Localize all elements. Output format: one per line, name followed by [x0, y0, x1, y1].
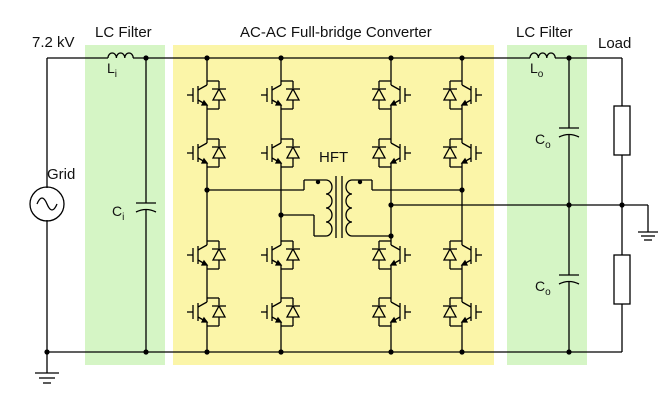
junction-dot: [204, 55, 210, 61]
wire: [271, 301, 282, 308]
junction-dot: [44, 349, 50, 355]
voltage-label: 7.2 kV: [32, 34, 75, 51]
igbt-switch-icon: [442, 135, 482, 171]
igbt-switch-icon: [371, 135, 411, 171]
ac-source-icon: [29, 186, 65, 222]
junction-dot: [388, 202, 394, 208]
igbt-switch-icon: [442, 77, 482, 113]
output-capacitor-bottom-label: Co: [535, 278, 551, 298]
wire: [461, 142, 472, 149]
igbt-switch-icon: [371, 294, 411, 330]
capacitor-icon: [135, 58, 157, 352]
junction-dot: [278, 55, 284, 61]
igbt-switch-icon: [442, 237, 482, 273]
grid-label: Grid: [47, 166, 76, 183]
output-inductor-label: Lo: [530, 60, 544, 80]
igbt-switch-icon: [442, 294, 482, 330]
igbt-switch-icon: [261, 77, 301, 113]
wire: [461, 301, 472, 308]
load-title: Load: [598, 35, 632, 52]
input-inductor-label: Li: [107, 60, 118, 80]
junction-dot: [388, 233, 394, 239]
input-capacitor-label: Ci: [112, 203, 125, 223]
junction-dot: [459, 187, 465, 193]
transformer-icon: [315, 176, 363, 238]
junction-dot: [204, 349, 210, 355]
wire: [197, 244, 208, 251]
capacitor-icon: [558, 58, 580, 205]
junction-dot: [459, 349, 465, 355]
resistor-icon: [613, 254, 631, 305]
junction-dot: [278, 349, 284, 355]
ground-icon: [638, 231, 658, 241]
igbt-switch-icon: [187, 77, 227, 113]
wire: [271, 142, 282, 149]
inductor-icon: [529, 52, 556, 59]
wire: [197, 142, 208, 149]
input-filter-title: LC Filter: [95, 24, 152, 41]
igbt-switch-icon: [371, 77, 411, 113]
igbt-switch-icon: [187, 237, 227, 273]
wire: [271, 84, 282, 91]
wire: [390, 84, 401, 91]
wire: [390, 142, 401, 149]
junction-dot: [204, 187, 210, 193]
output-filter-title: LC Filter: [516, 24, 573, 41]
junction-dot: [388, 55, 394, 61]
converter-title: AC-AC Full-bridge Converter: [240, 24, 432, 41]
capacitor-icon: [558, 205, 580, 352]
wire: [390, 244, 401, 251]
input-filter-zone: [85, 45, 165, 365]
wire: [271, 244, 282, 251]
wire: [197, 84, 208, 91]
junction-dot: [388, 349, 394, 355]
wire: [197, 301, 208, 308]
ground-icon: [35, 372, 59, 384]
igbt-switch-icon: [261, 294, 301, 330]
junction-dot: [278, 212, 284, 218]
igbt-switch-icon: [187, 294, 227, 330]
wire: [461, 244, 472, 251]
igbt-switch-icon: [187, 135, 227, 171]
igbt-switch-icon: [371, 237, 411, 273]
resistor-icon: [613, 105, 631, 156]
junction-dot: [459, 55, 465, 61]
wire: [461, 84, 472, 91]
output-capacitor-top-label: Co: [535, 131, 551, 151]
transformer-label: HFT: [319, 149, 349, 166]
igbt-switch-icon: [261, 237, 301, 273]
wire: [390, 301, 401, 308]
igbt-switch-icon: [261, 135, 301, 171]
inductor-icon: [107, 52, 134, 59]
